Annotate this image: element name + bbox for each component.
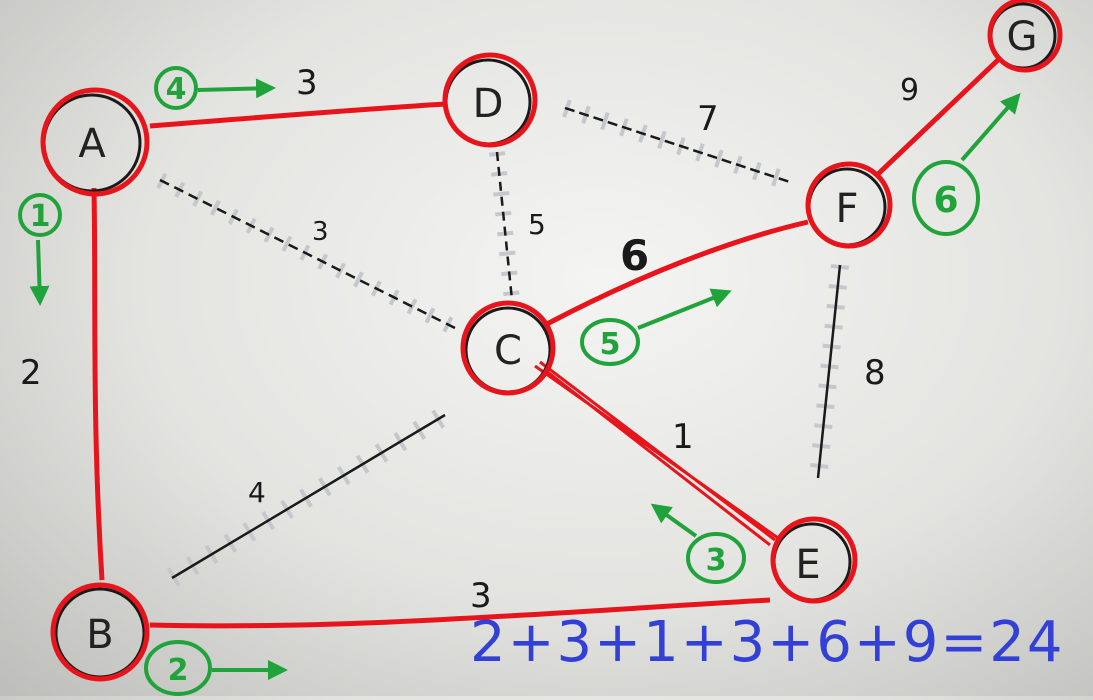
- edge-B-C: [166, 406, 451, 587]
- step-3-number: 3: [706, 543, 727, 578]
- weight-F-G: 9: [900, 73, 919, 108]
- node-label-B: B: [86, 612, 113, 658]
- weight-A-C: 3: [312, 217, 329, 247]
- edge-A-B-highlight: [91, 187, 105, 581]
- weight-C-F: 6: [620, 231, 649, 280]
- step-2-number: 2: [168, 653, 189, 688]
- edge-D-C: [489, 151, 520, 301]
- step-6: 6: [912, 92, 1021, 236]
- weight-A-D: 3: [296, 63, 318, 103]
- step-1: 1: [18, 193, 62, 306]
- weight-D-F: 7: [697, 99, 719, 139]
- node-label-C: C: [494, 328, 522, 374]
- mst-edges: [91, 56, 1002, 629]
- step-3: 3: [650, 503, 746, 584]
- edge-C-E: [534, 360, 779, 547]
- edge-D-F: [562, 99, 793, 191]
- edge-weights: 2 3 3 5 7 6 1 4 3 8 9: [20, 63, 919, 616]
- node-label-E: E: [795, 542, 820, 588]
- node-label-D: D: [473, 81, 504, 127]
- node-F: F: [805, 161, 893, 249]
- edge-A-D: [149, 101, 446, 129]
- step-annotations: 1 2 3 4 5 6: [18, 66, 1021, 696]
- weight-B-C: 4: [248, 476, 266, 509]
- edge-B-E: [149, 597, 771, 629]
- step-6-number: 6: [933, 180, 958, 221]
- weight-F-E: 8: [864, 353, 886, 393]
- weight-B-E: 3: [470, 576, 492, 616]
- rejected-edges: [156, 99, 849, 587]
- step-5: 5: [580, 288, 732, 366]
- mst-total-sum: 2+3+1+3+6+9=24: [470, 610, 1065, 675]
- node-E: E: [770, 516, 858, 604]
- nodes: A B C D E F G: [40, 0, 1063, 682]
- node-label-A: A: [78, 121, 106, 167]
- node-label-G: G: [1007, 14, 1038, 60]
- weight-C-E: 1: [672, 417, 694, 457]
- edge-C-F: [543, 219, 809, 328]
- step-4-number: 4: [166, 72, 187, 107]
- edge-F-G: [875, 56, 1002, 177]
- weight-A-B: 2: [20, 353, 42, 393]
- weight-D-C: 5: [528, 208, 546, 241]
- node-D: D: [442, 52, 538, 148]
- node-label-F: F: [835, 186, 858, 232]
- edge-F-E: [809, 264, 849, 479]
- step-1-number: 1: [30, 199, 51, 234]
- node-C: C: [460, 300, 556, 396]
- step-2: 2: [144, 640, 288, 696]
- node-B: B: [50, 582, 150, 682]
- node-A: A: [40, 87, 150, 197]
- step-5-number: 5: [600, 327, 621, 362]
- node-G: G: [987, 0, 1063, 73]
- step-4: 4: [154, 66, 276, 110]
- edge-A-C: [156, 172, 459, 336]
